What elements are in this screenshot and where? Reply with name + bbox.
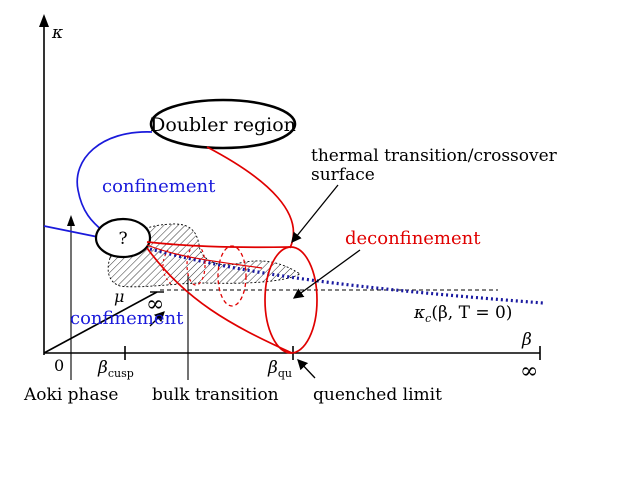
beta-infinity-label: ∞ — [520, 359, 538, 384]
surface-lower-boundary — [146, 247, 293, 354]
doubler-region-label: Doubler region — [150, 114, 296, 136]
kappa-c-curve — [149, 247, 544, 305]
thermal-pointer-arrow — [291, 184, 339, 244]
cross-section-ellipse-medium — [217, 245, 247, 307]
unknown-region-ellipse — [94, 217, 152, 259]
origin-label: 0 — [54, 356, 64, 375]
beta-qu-main: β — [267, 358, 278, 378]
aoki-pointer-arrow — [67, 215, 75, 226]
bulk-pointer-arrow — [149, 311, 165, 327]
quenched-limit-label: quenched limit — [313, 385, 442, 405]
confinement-lower-label: confinement — [70, 308, 184, 329]
surface-upper-boundary — [146, 241, 291, 249]
aoki-phase-label: Aoki phase — [23, 385, 118, 405]
mu-infinity-label: ∞ — [146, 292, 164, 317]
beta-cusp-label: βcusp — [97, 358, 134, 380]
kappa-c-sub: c — [425, 312, 431, 325]
beta-cusp-main: β — [97, 358, 108, 378]
doubler-to-surface-curve — [206, 146, 295, 249]
beta-qu-label: βqu — [267, 358, 292, 380]
beta-cusp-sub: cusp — [108, 367, 134, 380]
surface-inner-arrow — [292, 249, 361, 299]
surface-mid-boundary — [146, 244, 263, 269]
bulk-transition-label: bulk transition — [152, 385, 279, 405]
confinement-curve-upper — [76, 131, 153, 233]
kappa-axis-label: κ — [51, 23, 63, 43]
beta-axis-label: β — [521, 330, 532, 350]
confinement-upper-label: confinement — [102, 176, 216, 197]
doubler-region-ellipse — [149, 98, 297, 150]
cross-section-ellipse-large — [264, 246, 318, 354]
kappa-c-label: κc(β, T = 0) — [413, 303, 512, 325]
kappa-c-args: (β, T = 0) — [431, 303, 512, 323]
cross-section-ellipse-small — [186, 244, 206, 286]
beta-qu-sub: qu — [278, 367, 292, 380]
mu-axis — [43, 291, 158, 354]
mu-label: μ — [114, 287, 124, 306]
deconfinement-label: deconfinement — [345, 228, 481, 249]
confinement-line-left — [43, 225, 99, 238]
bulk-transition-region — [107, 223, 301, 288]
thermal-transition-line1: thermal transition/crossover — [311, 146, 558, 166]
kappa-c-main: κ — [413, 303, 425, 323]
unknown-region-label: ? — [118, 229, 127, 249]
thermal-transition-line2: surface — [311, 165, 375, 185]
quenched-pointer-arrow — [297, 359, 316, 379]
kappa-axis-arrow — [39, 14, 49, 27]
